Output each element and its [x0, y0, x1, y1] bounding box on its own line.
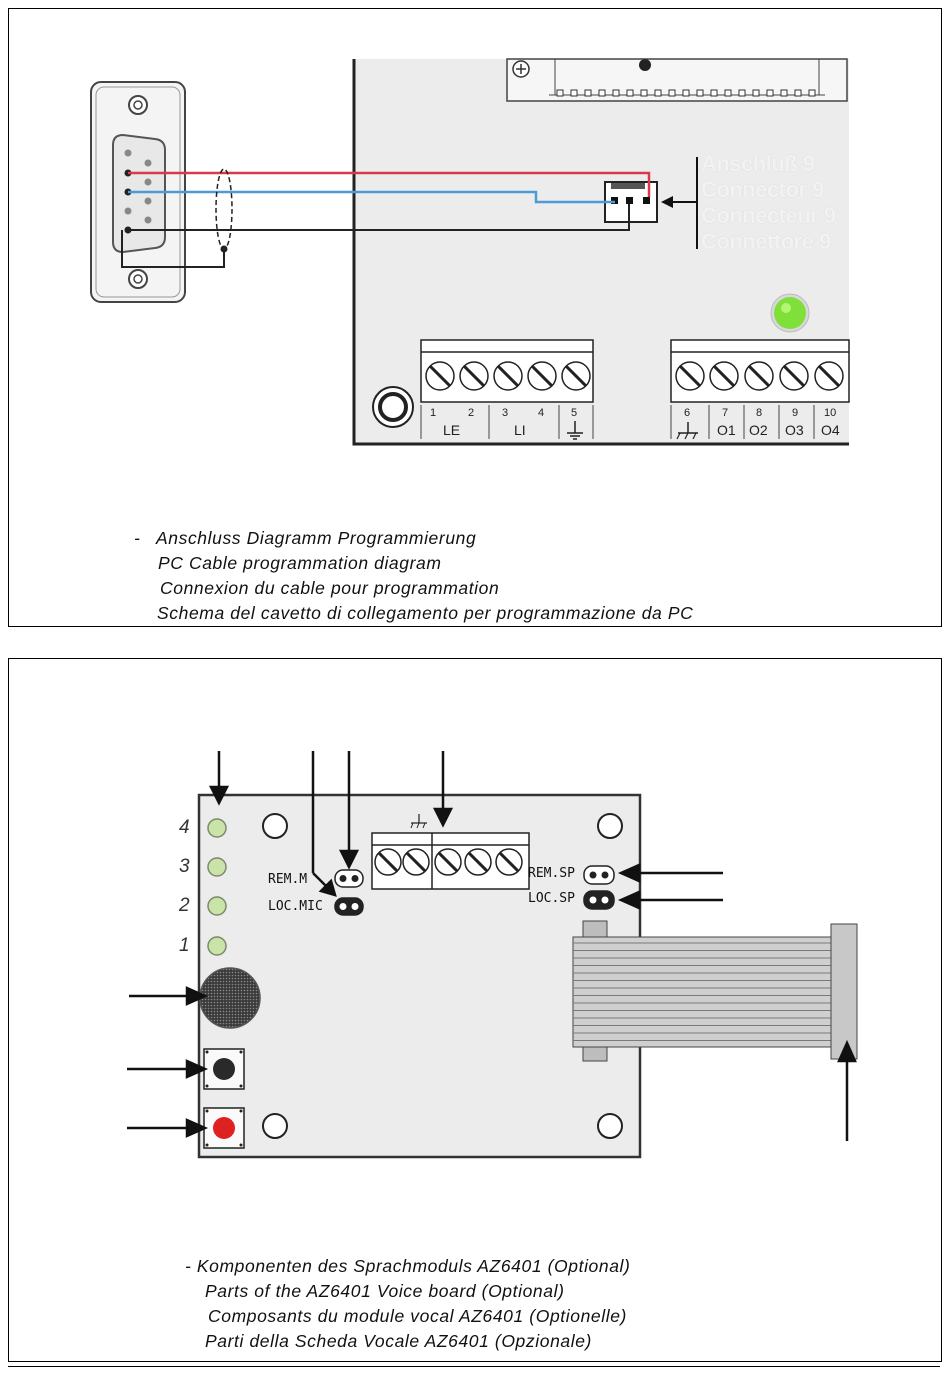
terminal-screw-icon [374, 848, 402, 876]
pointer-arrows [127, 751, 857, 1141]
jumper-label-loc-sp: LOC.SP [528, 891, 575, 906]
led-number: 3 [179, 856, 190, 877]
terminal-group-label: O4 [821, 422, 840, 438]
arrow-right-icon [185, 1059, 209, 1079]
terminal-screw-icon [675, 361, 705, 391]
connector-label-it: Connettore 9 [701, 229, 831, 254]
terminal-number: 8 [756, 407, 763, 419]
jumper-rem-sp [583, 865, 615, 885]
arrow-right-icon [185, 986, 209, 1006]
pc-cable-diagram-panel: Anschluß 9 Connector 9 Connecteur 9 Conn… [8, 8, 942, 627]
led-number: 4 [179, 817, 190, 838]
caption-prefix: - [134, 528, 141, 548]
caption-line-de: - Komponenten des Sprachmoduls AZ6401 (O… [185, 1256, 631, 1276]
page-bottom-rule [8, 1366, 940, 1367]
shield-wire [121, 230, 225, 268]
green-led-icon [774, 297, 806, 329]
mount-hole-icon [128, 269, 148, 289]
jumper-label-loc-mic: LOC.MIC [268, 899, 323, 914]
terminal-number: 6 [684, 407, 691, 419]
connector-label-en: Connector 9 [701, 177, 824, 202]
terminal-number: 2 [468, 407, 475, 419]
arrow-left-icon [617, 890, 641, 910]
led-number: 2 [179, 895, 190, 916]
arrow-left-icon [661, 196, 673, 208]
jumper-rem-mic [334, 869, 364, 888]
chassis-ground-icon [676, 422, 698, 440]
mount-hole-icon [262, 813, 623, 1139]
terminal-number: 7 [722, 407, 729, 419]
pc-cable-wires [121, 168, 651, 268]
arrow-down-icon [338, 849, 360, 870]
caption-line-it: Parti della Scheda Vocale AZ6401 (Opzion… [205, 1331, 592, 1351]
terminal-group-label: O2 [749, 422, 768, 438]
terminal-screw-icon [744, 361, 774, 391]
jumper-label-rem-sp: REM.SP [528, 866, 575, 881]
connector-label-fr: Connecteur 9 [701, 203, 836, 228]
pc-cable-diagram [90, 58, 850, 446]
caption-line-fr: Composants du module vocal AZ6401 (Optio… [208, 1306, 627, 1326]
terminal-group-label: O3 [785, 422, 804, 438]
arrow-up-icon [837, 1039, 857, 1063]
terminal-screw-icon [459, 361, 489, 391]
terminal-number: 5 [571, 407, 578, 419]
terminal-screw-icon [561, 361, 591, 391]
push-button-red [203, 1107, 245, 1149]
terminal-screw-icon [495, 848, 523, 876]
terminal-screw-icon [527, 361, 557, 391]
arrow-down-icon [432, 807, 454, 828]
caption-line-de: Anschluss Diagramm Programmierung [156, 528, 477, 548]
jumper-label-rem-mic: REM.M [268, 872, 308, 887]
caption-line-it: Schema del cavetto di collegamento per p… [157, 603, 694, 623]
caption-line-fr: Connexion du cable pour programmation [160, 578, 500, 598]
microphone-icon [199, 967, 261, 1029]
terminal-screw-icon [493, 361, 523, 391]
terminal-screw-icon [425, 361, 455, 391]
terminal-group-label: O1 [717, 422, 736, 438]
arrow-left-icon [617, 863, 641, 883]
blue-wire [128, 190, 615, 204]
terminal-screw-icon [402, 848, 430, 876]
arrow-down-icon [208, 785, 230, 806]
push-button-black [203, 1048, 245, 1090]
terminal-group-label: LE [443, 422, 461, 438]
arrow-right-icon [185, 1118, 209, 1138]
control-board [352, 58, 850, 446]
terminal-number: 4 [538, 407, 545, 419]
terminal-screw-icon [814, 361, 844, 391]
jumper-loc-sp [583, 890, 615, 910]
caption-line-en: PC Cable programmation diagram [158, 553, 442, 573]
speaker-terminal-block [371, 814, 530, 890]
terminal-screw-icon [434, 848, 462, 876]
red-wire [128, 171, 651, 197]
voice-board-panel: 4 3 2 1 REM.M LOC.MIC REM.SP LOC.SP - Ko… [8, 658, 942, 1362]
terminal-number: 10 [824, 407, 837, 419]
terminal-number: 9 [792, 407, 799, 419]
chassis-ground-icon [410, 814, 427, 829]
flat-ribbon-cable [572, 920, 858, 1062]
led-number: 1 [179, 935, 190, 956]
caption-line-en: Parts of the AZ6401 Voice board (Optiona… [205, 1281, 565, 1301]
cable-shield [215, 168, 233, 250]
connector-label-de: Anschluß 9 [701, 151, 815, 176]
led-2-icon [207, 896, 227, 916]
led-1-icon [207, 936, 227, 956]
black-wire [128, 204, 630, 231]
terminal-screw-icon [464, 848, 492, 876]
terminal-number: 1 [430, 407, 437, 419]
terminal-screw-icon [779, 361, 809, 391]
terminal-number: 3 [502, 407, 509, 419]
terminal-group-label: LI [514, 422, 526, 438]
voice-board-diagram [127, 751, 858, 1159]
led-3-icon [207, 857, 227, 877]
jumper-loc-mic [334, 897, 364, 916]
status-leds [207, 818, 227, 956]
led-4-icon [207, 818, 227, 838]
ground-symbol-icon [567, 421, 583, 440]
arrow-down-icon [318, 878, 337, 897]
mount-hole-icon [128, 95, 148, 115]
terminal-screw-icon [709, 361, 739, 391]
